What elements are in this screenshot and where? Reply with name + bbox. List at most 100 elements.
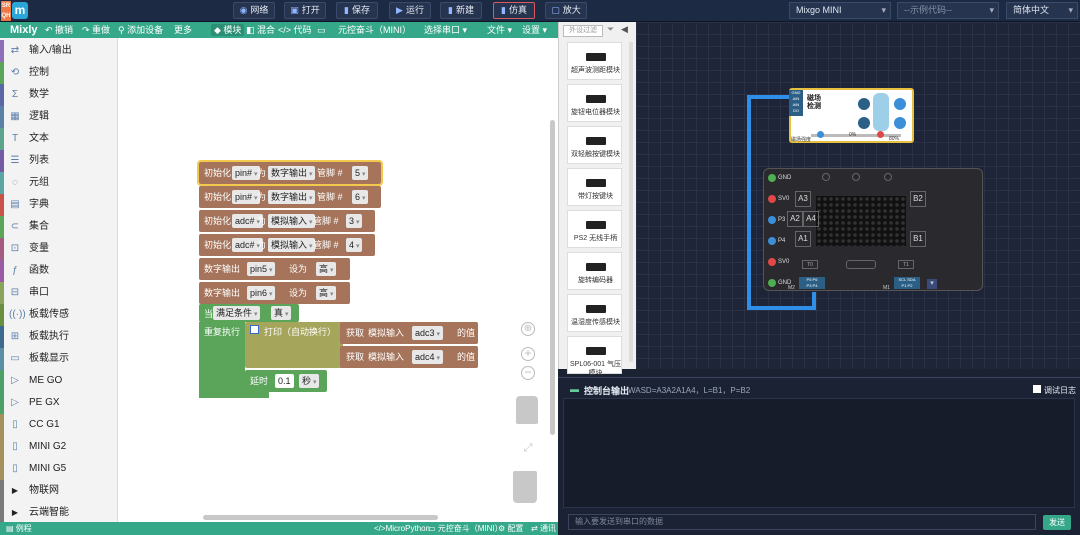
- category-item[interactable]: ⇄输入/输出: [0, 40, 117, 62]
- board-indicator[interactable]: ▭ 元控奋斗（MINI）: [428, 524, 503, 533]
- category-item[interactable]: ▤字典: [0, 194, 117, 216]
- zoom-minus-icon[interactable]: −: [521, 366, 535, 380]
- mode-dropdown[interactable]: 数字输出: [268, 190, 316, 204]
- board-key[interactable]: B1: [910, 231, 926, 247]
- adc-dropdown[interactable]: adc3: [412, 326, 443, 340]
- pin-dot[interactable]: [768, 216, 776, 224]
- mode-dropdown[interactable]: 模拟输入: [268, 214, 316, 228]
- category-item[interactable]: ☰列表: [0, 150, 117, 172]
- mode-mixed-tab[interactable]: ◧ 混合: [246, 25, 276, 35]
- digital-output-block[interactable]: 数字输出pin6设为高: [199, 282, 350, 304]
- more-button[interactable]: 更多: [174, 25, 193, 35]
- simulate-button[interactable]: ▮仿真: [493, 2, 535, 19]
- pin-dot[interactable]: [768, 195, 776, 203]
- condition-mode-dropdown[interactable]: 满足条件: [213, 306, 261, 320]
- peripheral-card[interactable]: 超声波测距模块: [567, 42, 622, 80]
- pin-dropdown[interactable]: pin5: [247, 262, 276, 276]
- slider-handle[interactable]: [817, 131, 824, 138]
- category-item[interactable]: ▷PE GX: [0, 392, 117, 414]
- category-item[interactable]: ▯MINI G5: [0, 458, 117, 480]
- blockly-workspace[interactable]: [118, 38, 558, 522]
- peripheral-card[interactable]: 双轻触按键模块: [567, 126, 622, 164]
- palette-scrollbar[interactable]: [629, 42, 633, 362]
- level-dropdown[interactable]: 高: [316, 262, 337, 276]
- level-dropdown[interactable]: 高: [316, 286, 337, 300]
- peripheral-card[interactable]: SPL06-001 气压模块: [567, 336, 622, 377]
- board-key[interactable]: A1: [795, 231, 811, 247]
- board-key[interactable]: A3: [795, 191, 811, 207]
- example-select[interactable]: --示例代码--▾: [897, 2, 999, 19]
- board-key[interactable]: A2: [787, 211, 803, 227]
- var-dropdown[interactable]: adc#: [232, 238, 263, 252]
- new-button[interactable]: ▮新建: [440, 2, 482, 19]
- debug-checkbox[interactable]: [1033, 385, 1041, 393]
- file-menu[interactable]: 文件 ▾: [487, 25, 513, 35]
- mutator-gear-icon[interactable]: [250, 325, 259, 334]
- recenter-icon[interactable]: ⊕: [521, 322, 535, 336]
- config-link[interactable]: ⚙ 配置: [498, 524, 524, 533]
- slider-track[interactable]: [811, 134, 901, 137]
- delay-unit-dropdown[interactable]: 秒: [299, 374, 320, 388]
- pin-dot[interactable]: [768, 279, 776, 287]
- category-item[interactable]: ⊟串口: [0, 282, 117, 304]
- analog-read-block[interactable]: 获取模拟输入adc3的值: [340, 322, 478, 344]
- redo-button[interactable]: ↷ 重做: [82, 25, 111, 35]
- slider-handle[interactable]: [877, 131, 884, 138]
- examples-link[interactable]: ▤ 例程: [6, 524, 32, 533]
- expand-icon[interactable]: ▾: [927, 279, 937, 289]
- condition-value-dropdown[interactable]: 真: [271, 306, 292, 320]
- category-item[interactable]: ▶云端智能: [0, 502, 117, 522]
- mode-code-tab[interactable]: </> 代码: [278, 25, 312, 35]
- category-item[interactable]: ⊂集合: [0, 216, 117, 238]
- collapse-icon[interactable]: ◀: [621, 24, 628, 34]
- pin-dropdown[interactable]: 5: [352, 166, 369, 180]
- pin-dropdown[interactable]: 3: [346, 214, 363, 228]
- workspace-vertical-scrollbar[interactable]: [550, 120, 555, 435]
- open-button[interactable]: ▣打开: [284, 2, 326, 19]
- peripheral-card[interactable]: PS2 无线手柄: [567, 210, 622, 248]
- board-slider[interactable]: [846, 260, 876, 269]
- peripheral-card[interactable]: 温湿度传感模块: [567, 294, 622, 332]
- peripheral-card[interactable]: 带灯按键块: [567, 168, 622, 206]
- category-item[interactable]: ((·))板载传感: [0, 304, 117, 326]
- add-device-button[interactable]: ⚲ 添加设备: [118, 25, 164, 35]
- mode-dropdown[interactable]: 数字输出: [268, 166, 316, 180]
- backpack-icon[interactable]: [516, 396, 538, 424]
- language-select[interactable]: 简体中文▾: [1006, 2, 1078, 19]
- category-item[interactable]: ▭板载显示: [0, 348, 117, 370]
- mode-dropdown[interactable]: 模拟输入: [268, 238, 316, 252]
- category-item[interactable]: ⊡变量: [0, 238, 117, 260]
- save-button[interactable]: ▮保存: [336, 2, 378, 19]
- port-select[interactable]: 选择串口 ▾: [424, 25, 468, 35]
- undo-button[interactable]: ↶ 撤销: [45, 25, 74, 35]
- board-select[interactable]: Mixgo MINI▾: [789, 2, 891, 19]
- analog-read-block[interactable]: 获取模拟输入adc4的值: [340, 346, 478, 368]
- adc-dropdown[interactable]: adc4: [412, 350, 443, 364]
- send-button[interactable]: 发送: [1043, 515, 1071, 530]
- zoom-plus-icon[interactable]: +: [521, 347, 535, 361]
- comm-link[interactable]: ⇄ 通讯: [531, 524, 556, 533]
- pin-dropdown[interactable]: pin6: [247, 286, 276, 300]
- touch-t1[interactable]: T1: [898, 260, 914, 269]
- zoom-in-button[interactable]: ▢放大: [545, 2, 587, 19]
- filter-input[interactable]: 外设过滤: [563, 25, 603, 37]
- mode-blocks-tab[interactable]: ◆ 模块: [211, 24, 245, 36]
- touch-t0[interactable]: T0: [802, 260, 818, 269]
- digital-output-block[interactable]: 数字输出pin5设为高: [199, 258, 350, 280]
- var-dropdown[interactable]: pin#: [232, 166, 261, 180]
- pin-dot[interactable]: [768, 237, 776, 245]
- pin-dot[interactable]: [768, 174, 776, 182]
- delay-input[interactable]: 0.1: [275, 374, 294, 388]
- while-block-head[interactable]: 当满足条件真: [199, 304, 299, 322]
- run-button[interactable]: ▶运行: [389, 2, 431, 19]
- filter-icon[interactable]: ⏷: [607, 24, 615, 34]
